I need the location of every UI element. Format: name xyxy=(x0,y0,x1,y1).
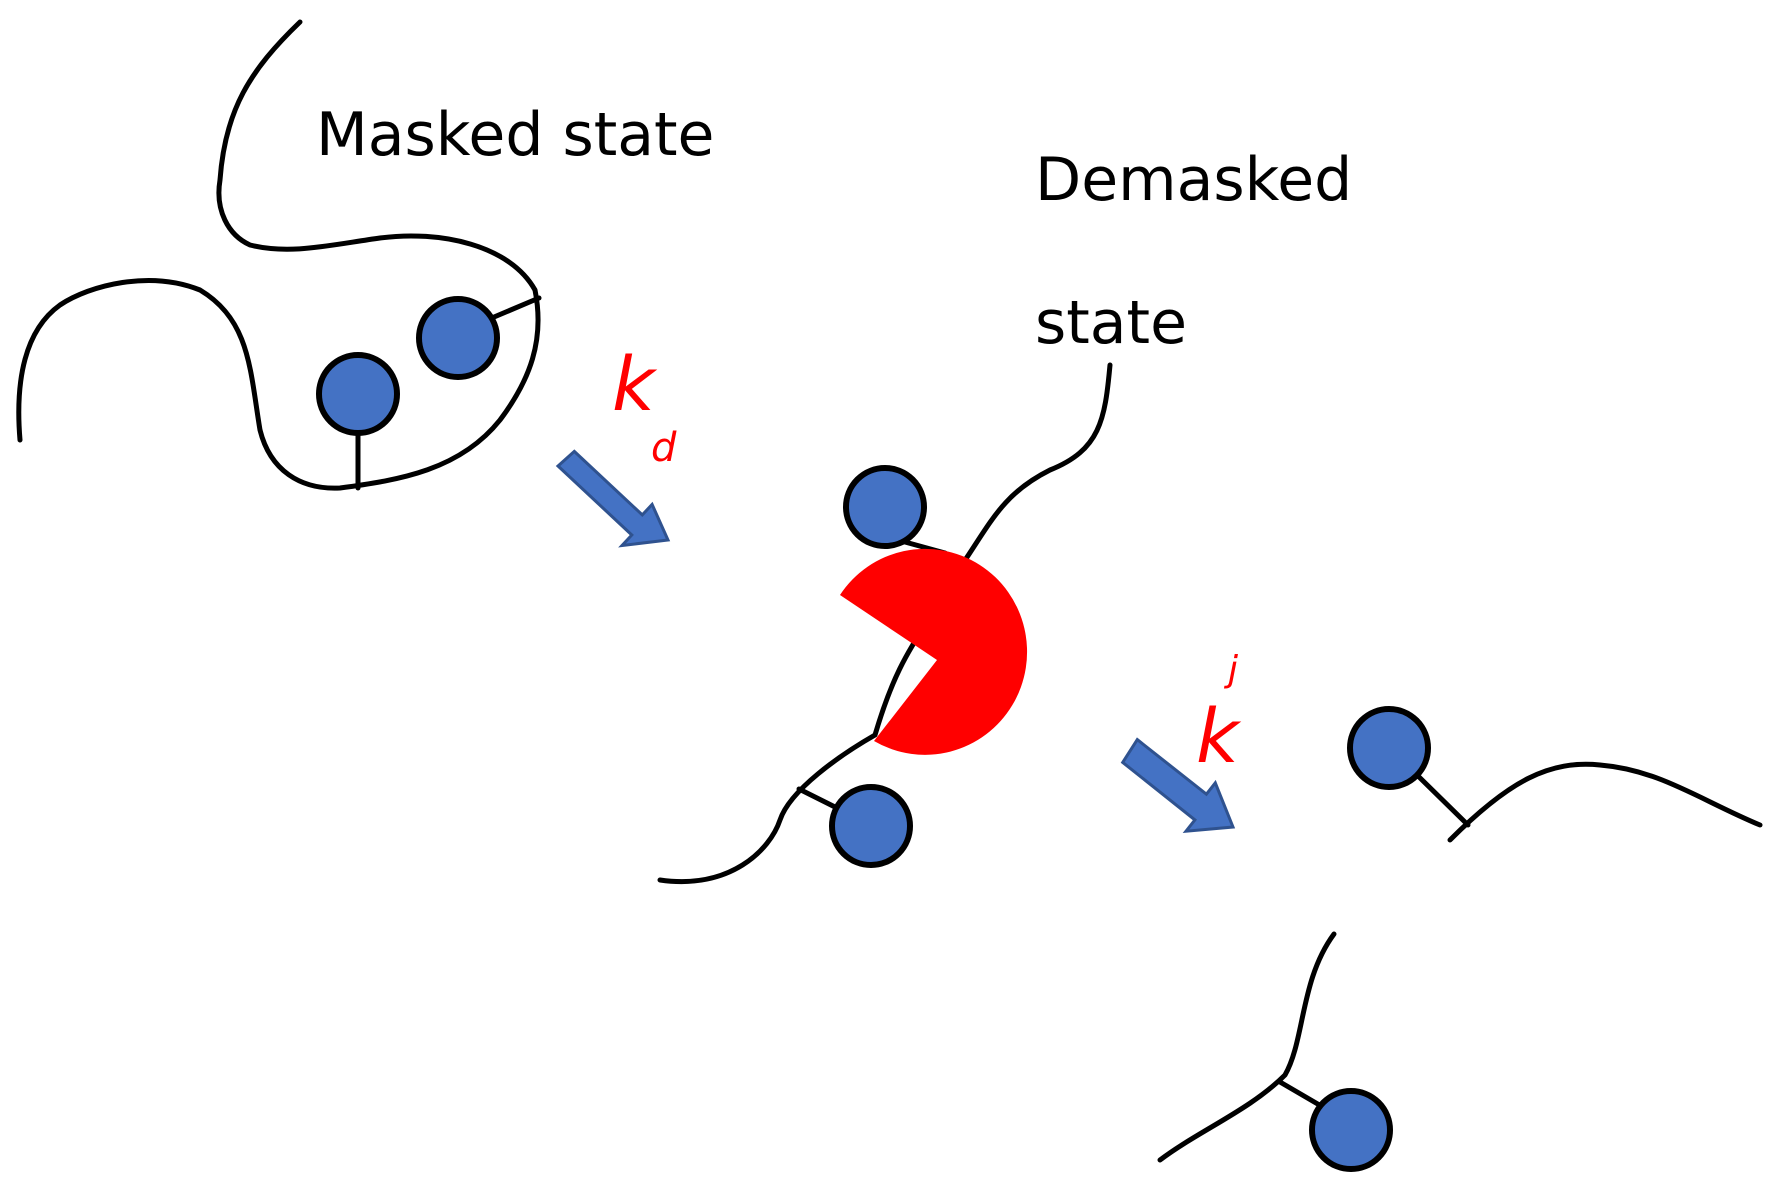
protease-enzyme xyxy=(840,548,1028,755)
masked-chain-tail xyxy=(16,19,541,491)
masked-linker-1 xyxy=(484,295,542,323)
demasked-bead-1 xyxy=(843,465,927,549)
kd-arrow xyxy=(555,449,671,548)
kj-arrow xyxy=(1120,737,1236,834)
kd-rate-subscript: d xyxy=(651,425,677,471)
kj-rate-superscript: j xyxy=(1228,649,1239,690)
cleaved-fragment-1 xyxy=(1447,761,1763,843)
fragment-1-linker xyxy=(1412,770,1471,828)
masked-bead-2 xyxy=(316,352,400,436)
masked-state-label: Masked state xyxy=(316,100,715,170)
fragment-2-bead xyxy=(1309,1088,1393,1172)
demasked-state-label-line2: state xyxy=(1035,288,1187,358)
demasked-state-label-line1: Demasked xyxy=(1035,145,1353,215)
kd-rate-symbol: k xyxy=(612,342,655,428)
demasked-bead-2 xyxy=(829,784,913,868)
kj-rate-symbol: k xyxy=(1196,694,1239,780)
masked-bead-1 xyxy=(416,296,500,380)
demasked-chain xyxy=(657,362,1113,884)
cleaved-fragment-2 xyxy=(1157,931,1337,1163)
fragment-1-bead xyxy=(1347,706,1431,790)
